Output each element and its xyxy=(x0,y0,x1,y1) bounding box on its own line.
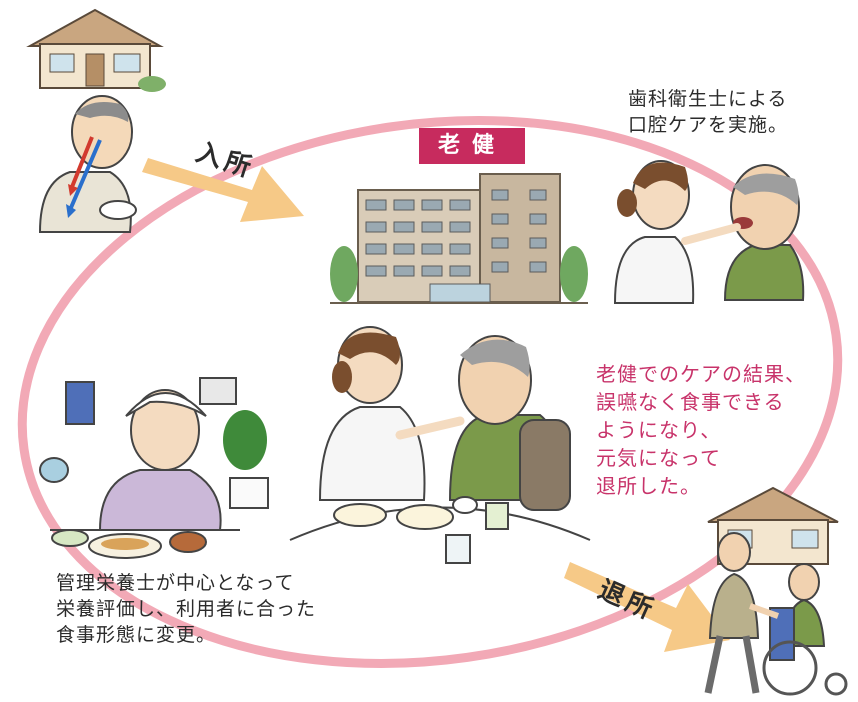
result-caption-line-1: 老健でのケアの結果、 xyxy=(596,362,806,386)
nutrition-caption-line-1: 管理栄養士が中心となって xyxy=(56,572,295,594)
dietitian-icon xyxy=(39,377,269,559)
wheelchair-discharge-icon xyxy=(704,532,848,696)
facility-label: 老健 xyxy=(419,128,525,164)
house-icon xyxy=(26,8,166,92)
nutrition-caption-line-3: 食事形態に変更。 xyxy=(56,624,217,646)
feeding-scene-icon xyxy=(289,326,591,564)
dental-care-icon xyxy=(613,160,805,304)
discharge-arrow xyxy=(564,562,730,652)
dental-caption-line-2: 口腔ケアを実施。 xyxy=(628,114,789,136)
nutrition-caption-line-2: 栄養評価し、利用者に合った xyxy=(56,598,317,620)
coughing-man-icon xyxy=(38,95,137,233)
result-caption-line-4: 元気になって xyxy=(596,446,721,470)
result-caption-line-2: 誤嚥なく食事できる xyxy=(596,390,785,414)
nursing-facility-building-icon xyxy=(330,173,588,304)
result-caption-line-3: ようになり、 xyxy=(596,418,722,442)
admission-arrow xyxy=(142,158,304,222)
result-caption-line-5: 退所した。 xyxy=(596,474,701,498)
dental-caption-line-1: 歯科衛生士による xyxy=(628,88,788,110)
